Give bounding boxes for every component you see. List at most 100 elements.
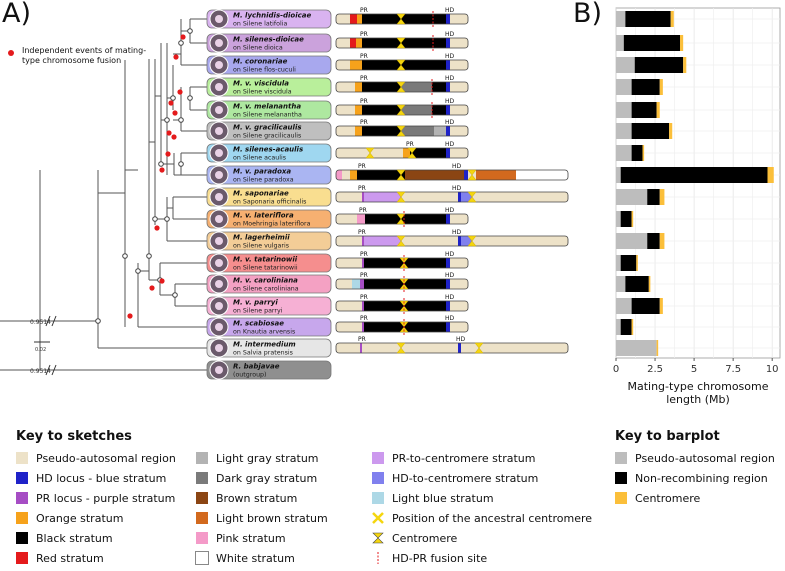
species-name: M. v. tatarinowii xyxy=(233,256,298,264)
key-item: HD-to-centromere stratum xyxy=(372,471,538,485)
stratum-segment xyxy=(357,170,405,180)
key-swatch-icon xyxy=(615,492,627,504)
stratum-segment xyxy=(410,148,446,158)
tree-node xyxy=(122,253,128,259)
key-item: PR locus - purple stratum xyxy=(16,491,175,505)
stratum-segment xyxy=(450,148,468,158)
bar-segment xyxy=(616,319,621,335)
tree-node xyxy=(187,95,193,101)
bar-segment xyxy=(616,57,635,73)
stratum-segment xyxy=(446,148,450,158)
species-host: on Silene viscidula xyxy=(233,89,292,96)
stratum-segment xyxy=(450,322,468,332)
break-label: 0.9514 xyxy=(30,368,51,375)
key-barplot-title: Key to barplot xyxy=(615,429,720,444)
tree-node xyxy=(170,95,176,101)
key-item: Pseudo-autosomal region xyxy=(615,451,775,465)
key-item: Light blue stratum xyxy=(372,491,494,505)
centromere-icon xyxy=(396,13,406,25)
species-host: on Silene paradoxa xyxy=(233,177,294,184)
stratum-segment xyxy=(336,14,350,24)
key-label: Black stratum xyxy=(36,531,113,545)
stratum-segment xyxy=(450,279,468,289)
key-label: Pseudo-autosomal region xyxy=(635,451,775,465)
centromere-icon xyxy=(467,191,477,203)
fusion-dot xyxy=(171,134,177,140)
fusion-dot xyxy=(173,54,179,60)
species-name: M. v. lateriflora xyxy=(233,212,294,220)
key-item: Light gray stratum xyxy=(196,451,319,465)
key-item: PR-to-centromere stratum xyxy=(372,451,535,465)
pr-label: PR xyxy=(360,119,368,126)
stratum-segment xyxy=(336,105,355,115)
key-label: Pink stratum xyxy=(216,531,286,545)
stratum-segment xyxy=(357,14,362,24)
key-item: HD-PR fusion site xyxy=(372,551,487,565)
bar-segment xyxy=(616,167,621,183)
species-host: on Silene flos-cuculi xyxy=(233,67,296,74)
stratum-segment xyxy=(401,236,458,246)
bar-segment xyxy=(616,35,624,51)
key-label: Centromere xyxy=(392,531,458,545)
pr-label: PR xyxy=(360,294,368,301)
key-swatch-icon xyxy=(16,512,28,524)
stratum-segment xyxy=(446,105,450,115)
fusion-dot xyxy=(180,34,186,40)
stratum-segment xyxy=(355,105,362,115)
stratum-segment xyxy=(362,258,364,268)
stratum-segment xyxy=(364,258,446,268)
species-label-box xyxy=(206,55,332,75)
species-label-box xyxy=(206,77,332,97)
stratum-segment xyxy=(364,301,446,311)
stratum-segment xyxy=(336,322,362,332)
species-name: M. v. melanantha xyxy=(233,103,301,111)
x-tick-label: 5 xyxy=(691,364,697,375)
species-host: on Knautia arvensis xyxy=(233,329,295,336)
species-name: M. silenes-acaulis xyxy=(233,146,303,154)
host-flower-center xyxy=(215,344,223,352)
key-swatch-icon xyxy=(372,532,384,544)
species-host: on Silene latifolia xyxy=(233,21,287,28)
stratum-segment xyxy=(336,343,360,353)
bar-segment xyxy=(669,123,673,139)
stratum-segment xyxy=(350,170,357,180)
break-label: 0.9514 xyxy=(30,319,51,326)
species-name: M. lychnidis-dioicae xyxy=(233,12,312,20)
bar-segment xyxy=(631,298,660,314)
stratum-segment xyxy=(336,126,355,136)
key-item: Pseudo-autosomal region xyxy=(16,451,176,465)
stratum-segment xyxy=(350,38,356,48)
bar-segment xyxy=(767,167,774,183)
species-label-box xyxy=(206,143,332,163)
break-mark xyxy=(45,364,51,376)
stratum-segment xyxy=(405,170,464,180)
stratum-segment xyxy=(362,82,401,92)
key-label: PR-to-centromere stratum xyxy=(392,451,536,465)
key-item: Dark gray stratum xyxy=(196,471,317,485)
species-host: on Silene melanantha xyxy=(233,112,302,119)
centromere-icon xyxy=(396,104,406,116)
tree-node xyxy=(95,318,101,324)
key-label: Light blue stratum xyxy=(392,491,494,505)
species-host: on Salvia pratensis xyxy=(233,350,293,357)
key-label: White stratum xyxy=(216,551,295,565)
stratum-segment xyxy=(461,236,472,246)
tree-node xyxy=(164,117,170,123)
stratum-segment xyxy=(401,126,434,136)
pr-label: PR xyxy=(360,7,368,14)
bar-segment xyxy=(631,319,634,335)
hd-label: HD xyxy=(452,163,462,170)
stratum-segment xyxy=(362,105,401,115)
